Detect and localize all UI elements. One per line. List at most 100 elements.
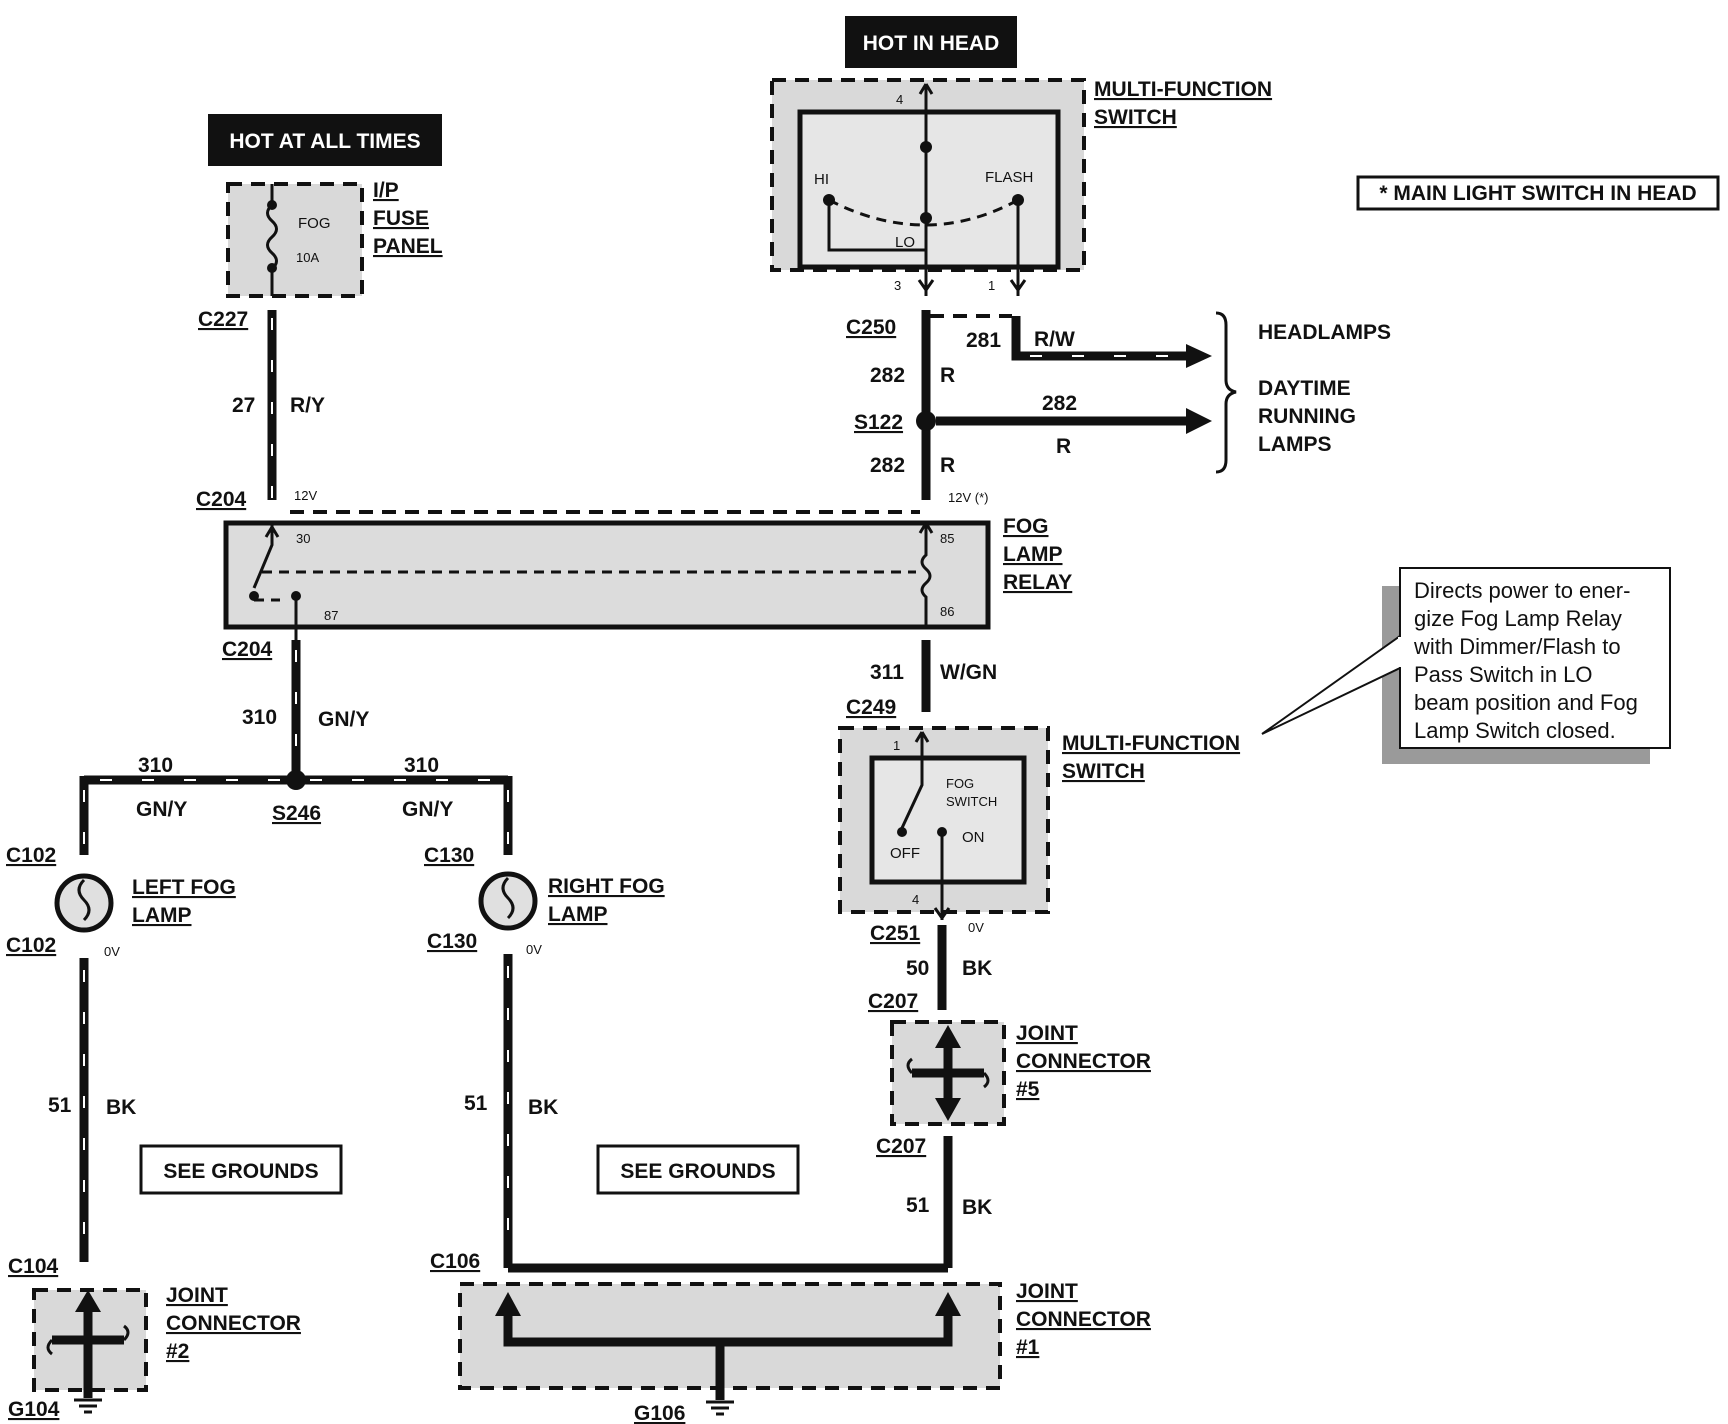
joint-connector-5: JOINT CONNECTOR #5 <box>890 1020 1151 1126</box>
svg-text:C130: C130 <box>424 844 474 867</box>
ip-fuse-panel: FOG 10A I/P FUSE PANEL <box>226 179 443 298</box>
svg-text:FOG: FOG <box>298 215 331 232</box>
svg-text:SEE GROUNDS: SEE GROUNDS <box>620 1160 775 1183</box>
svg-text:#1: #1 <box>1016 1336 1040 1359</box>
svg-text:JOINT: JOINT <box>1016 1022 1078 1045</box>
svg-text:W/GN: W/GN <box>940 661 997 684</box>
svg-text:51: 51 <box>906 1194 930 1217</box>
svg-text:CONNECTOR: CONNECTOR <box>1016 1050 1151 1073</box>
svg-text:FOG: FOG <box>1003 515 1049 538</box>
svg-text:I/P: I/P <box>373 179 399 202</box>
svg-text:FUSE: FUSE <box>373 207 429 230</box>
svg-text:ON: ON <box>962 829 985 846</box>
svg-text:51: 51 <box>48 1094 72 1117</box>
svg-text:LEFT FOG: LEFT FOG <box>132 876 236 899</box>
svg-text:282: 282 <box>1042 392 1077 415</box>
svg-text:MULTI-FUNCTION: MULTI-FUNCTION <box>1062 732 1240 755</box>
svg-text:1: 1 <box>893 738 900 753</box>
svg-text:4: 4 <box>912 892 919 907</box>
svg-text:Directs power to ener-: Directs power to ener- <box>1414 578 1630 603</box>
right-fog-lamp: C130 RIGHT FOG LAMP C130 0V <box>424 844 665 957</box>
svg-text:GN/Y: GN/Y <box>136 798 187 821</box>
svg-text:* MAIN LIGHT SWITCH IN HEAD: * MAIN LIGHT SWITCH IN HEAD <box>1379 182 1696 205</box>
svg-text:SWITCH: SWITCH <box>1062 760 1145 783</box>
svg-text:282: 282 <box>870 364 905 387</box>
svg-text:86: 86 <box>940 604 954 619</box>
svg-text:with Dimmer/Flash to: with Dimmer/Flash to <box>1413 634 1621 659</box>
svg-text:R: R <box>940 364 955 387</box>
svg-text:C204: C204 <box>222 638 273 661</box>
svg-text:CONNECTOR: CONNECTOR <box>1016 1308 1151 1331</box>
svg-text:12V: 12V <box>294 488 317 503</box>
svg-text:JOINT: JOINT <box>166 1284 228 1307</box>
fog-lamp-relay: 30 87 85 86 FOG LAMP RELAY <box>223 515 1072 640</box>
svg-text:DAYTIME: DAYTIME <box>1258 377 1351 400</box>
svg-text:27: 27 <box>232 394 255 417</box>
svg-text:R/Y: R/Y <box>290 394 325 417</box>
svg-text:281: 281 <box>966 329 1001 352</box>
svg-text:51: 51 <box>464 1092 488 1115</box>
svg-text:10A: 10A <box>296 250 319 265</box>
svg-text:310: 310 <box>404 754 439 777</box>
circuit-27: C227 27 R/Y C204 12V <box>196 308 325 511</box>
svg-text:BK: BK <box>106 1096 136 1119</box>
svg-text:beam position and Fog: beam position and Fog <box>1414 690 1638 715</box>
svg-text:85: 85 <box>940 531 954 546</box>
svg-text:S246: S246 <box>272 802 321 825</box>
svg-text:LO: LO <box>895 234 915 251</box>
svg-text:BK: BK <box>528 1096 558 1119</box>
splice-s122 <box>916 411 936 431</box>
multi-function-switch-bottom: 1 FOG SWITCH ON OFF 4 MULTI-FUNCTION SWI… <box>838 726 1240 920</box>
loads-bracket: HEADLAMPS DAYTIME RUNNING LAMPS <box>1215 311 1391 474</box>
svg-text:R/W: R/W <box>1034 328 1075 351</box>
svg-text:4: 4 <box>896 92 903 107</box>
svg-text:C207: C207 <box>876 1135 926 1158</box>
svg-text:30: 30 <box>296 531 310 546</box>
svg-text:MULTI-FUNCTION: MULTI-FUNCTION <box>1094 78 1272 101</box>
svg-text:R: R <box>1056 435 1071 458</box>
svg-text:50: 50 <box>906 957 929 980</box>
svg-text:311: 311 <box>870 661 904 684</box>
hot-at-all-times-label: HOT AT ALL TIMES <box>208 114 442 166</box>
svg-text:G106: G106 <box>634 1402 685 1424</box>
circuit-282: C250 282 R S122 282 R 12V (*) <box>846 310 988 505</box>
svg-text:JOINT: JOINT <box>1016 1280 1078 1303</box>
svg-text:C130: C130 <box>427 930 477 953</box>
hot-in-head-label: HOT IN HEAD <box>845 16 1017 68</box>
svg-text:#2: #2 <box>166 1340 189 1363</box>
svg-text:HEADLAMPS: HEADLAMPS <box>1258 321 1391 344</box>
svg-text:RIGHT FOG: RIGHT FOG <box>548 875 665 898</box>
joint-connector-1: C106 G106 JOINT CONNECTOR #1 <box>430 1250 1151 1424</box>
svg-text:BK: BK <box>962 1196 992 1219</box>
svg-text:CONNECTOR: CONNECTOR <box>166 1312 301 1335</box>
ground-wires-lamps: 51 BK 51 BK <box>48 954 948 1273</box>
svg-text:HI: HI <box>814 171 829 188</box>
main-light-switch-legend: * MAIN LIGHT SWITCH IN HEAD <box>1356 175 1720 211</box>
svg-text:RUNNING: RUNNING <box>1258 405 1356 428</box>
fog-switch-callout: Directs power to ener- gize Fog Lamp Rel… <box>1261 567 1671 764</box>
svg-text:310: 310 <box>138 754 173 777</box>
svg-text:S122: S122 <box>854 411 903 434</box>
svg-text:LAMP: LAMP <box>1003 543 1063 566</box>
svg-text:RELAY: RELAY <box>1003 571 1072 594</box>
left-fog-lamp: C102 LEFT FOG LAMP C102 0V <box>6 844 236 959</box>
svg-text:GN/Y: GN/Y <box>318 708 369 731</box>
svg-text:FOG: FOG <box>946 776 974 791</box>
svg-text:C204: C204 <box>196 488 247 511</box>
svg-text:0V: 0V <box>526 942 542 957</box>
svg-text:12V (*): 12V (*) <box>948 490 988 505</box>
svg-text:C106: C106 <box>430 1250 480 1273</box>
svg-text:GN/Y: GN/Y <box>402 798 453 821</box>
svg-text:#5: #5 <box>1016 1078 1040 1101</box>
svg-text:R: R <box>940 454 955 477</box>
svg-text:87: 87 <box>324 608 338 623</box>
circuit-282-drl: 282 R <box>936 392 1212 458</box>
svg-text:282: 282 <box>870 454 905 477</box>
svg-text:G104: G104 <box>8 1398 60 1421</box>
svg-text:0V: 0V <box>968 920 984 935</box>
svg-text:LAMPS: LAMPS <box>1258 433 1332 456</box>
circuit-281-headlamps: 281 R/W <box>930 314 1212 368</box>
svg-text:Lamp Switch closed.: Lamp Switch closed. <box>1414 718 1616 743</box>
svg-text:C102: C102 <box>6 844 56 867</box>
